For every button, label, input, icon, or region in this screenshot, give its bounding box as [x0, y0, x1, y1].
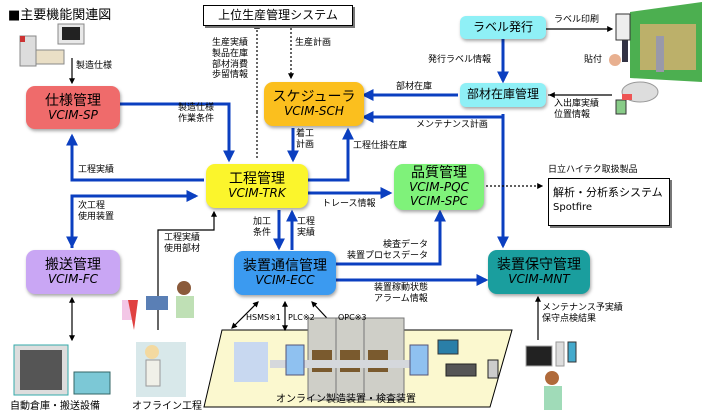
- equipment-illustration: [234, 317, 499, 401]
- warehouse-illustration: [13, 344, 111, 396]
- module-quality-code: VCIM-PQC: [409, 180, 469, 195]
- module-spec-name: 仕様管理: [45, 92, 101, 109]
- label-hsms: HSMS※1: [246, 313, 281, 322]
- operator-pc-illustration: [122, 281, 194, 330]
- module-label-issue[interactable]: ラベル発行: [460, 16, 546, 39]
- diagram-title: ■主要機能関連図: [8, 8, 112, 23]
- storage-shelves-illustration: [622, 2, 702, 82]
- label-plc: PLC※2: [288, 313, 315, 322]
- label-warehouse: 自動倉庫・搬送設備: [10, 401, 100, 412]
- label-seizo-shiyo: 製造仕様: [76, 61, 113, 71]
- arrow-trk-sp: [66, 133, 204, 182]
- label-sp-trk: 製造仕様 作業条件: [178, 103, 215, 124]
- label-issued-label: 発行ラベル情報: [428, 55, 492, 65]
- label-offline-up: 工程実績 使用部材: [164, 233, 201, 254]
- external-system-line2: Spotfire: [553, 202, 593, 213]
- module-scheduler[interactable]: スケジューラ VCIM-SCH: [264, 82, 364, 126]
- module-quality[interactable]: 品質管理 VCIM-PQC VCIM-SPC: [394, 164, 484, 210]
- label-inout: 入出庫実績 位置情報: [554, 99, 600, 120]
- label-koutei-jisseki-ecc: 工程 実績: [297, 217, 316, 238]
- hand-illustration: [609, 54, 621, 66]
- label-upper-up: 生産実績 製品在庫 部材消費 歩留情報: [212, 38, 249, 81]
- pc-illustration: [19, 23, 85, 67]
- module-transport-name: 搬送管理: [45, 257, 101, 274]
- module-scheduler-name: スケジューラ: [272, 89, 356, 106]
- label-koutei-jisseki-sp: 工程実績: [78, 165, 115, 175]
- label-trace: トレース情報: [322, 199, 376, 209]
- module-maintenance[interactable]: 装置保守管理 VCIM-MNT: [488, 250, 590, 294]
- offline-worker-illustration: [136, 342, 186, 397]
- external-system-box: 解析・分析系システム Spotfire: [548, 178, 670, 226]
- label-koutei-shikake: 工程仕掛在庫: [353, 141, 408, 151]
- module-transport-code: VCIM-FC: [47, 272, 99, 287]
- barcode-scanner-illustration: [615, 81, 659, 115]
- label-next-proc: 次工程 使用装置: [78, 201, 115, 222]
- label-maint-result: メンテナンス予実績 保守点検結果: [542, 303, 623, 324]
- module-process-code: VCIM-TRK: [228, 186, 286, 201]
- label-inspect: 検査データ 装置プロセスデータ: [347, 240, 429, 261]
- label-maint-plan: メンテナンス計画: [416, 120, 488, 130]
- arrow-trk-sch: [308, 127, 354, 182]
- arrow-offline-trk: [157, 210, 217, 330]
- label-buzai-zaiko: 部材在庫: [396, 82, 433, 92]
- label-printer-illustration: [615, 13, 631, 41]
- module-transport[interactable]: 搬送管理 VCIM-FC: [26, 250, 120, 294]
- module-spec-code: VCIM-SP: [48, 107, 98, 122]
- label-paste: 貼付: [584, 55, 603, 65]
- module-equipment-comm-code: VCIM-ECC: [255, 273, 315, 288]
- arrow-ecc-pqc: [336, 209, 446, 266]
- arrow-sp-trk: [120, 102, 235, 163]
- module-quality-name: 品質管理: [411, 165, 467, 182]
- module-stock[interactable]: 部材在庫管理: [460, 83, 546, 107]
- upper-system-box: 上位生産管理システム: [203, 5, 353, 26]
- label-kakou: 加工 条件: [253, 217, 272, 238]
- label-online-equip: オンライン製造装置・検査装置: [276, 394, 416, 405]
- label-equip-state: 装置稼動状態 アラーム情報: [374, 283, 429, 304]
- module-maintenance-code: VCIM-MNT: [508, 272, 570, 287]
- module-spec[interactable]: 仕様管理 VCIM-SP: [26, 86, 120, 129]
- module-scheduler-code: VCIM-SCH: [284, 104, 344, 119]
- module-equipment-comm[interactable]: 装置通信管理 VCIM-ECC: [234, 251, 336, 295]
- upper-system-label: 上位生産管理システム: [218, 8, 338, 22]
- arrow-maint-plan: [361, 111, 505, 123]
- label-opc: OPC※3: [338, 313, 367, 322]
- external-system-line1: 解析・分析系システム: [553, 186, 663, 199]
- arrow-hsms: [231, 301, 259, 329]
- module-process[interactable]: 工程管理 VCIM-TRK: [206, 164, 308, 208]
- module-maintenance-name: 装置保守管理: [497, 257, 581, 274]
- module-equipment-comm-name: 装置通信管理: [243, 258, 327, 275]
- label-chakko: 着工 計画: [296, 129, 315, 150]
- module-quality-code2: VCIM-SPC: [409, 194, 469, 209]
- module-label-issue-name: ラベル発行: [472, 19, 533, 34]
- maintenance-staff-illustration: [525, 341, 577, 410]
- label-label-print: ラベル印刷: [554, 15, 600, 25]
- label-upper-down: 生産計画: [295, 38, 332, 48]
- label-offline: オフライン工程: [132, 401, 202, 412]
- module-stock-name: 部材在庫管理: [466, 87, 539, 102]
- module-process-name: 工程管理: [229, 171, 285, 188]
- external-vendor-label: 日立ハイテク取扱製品: [548, 165, 638, 175]
